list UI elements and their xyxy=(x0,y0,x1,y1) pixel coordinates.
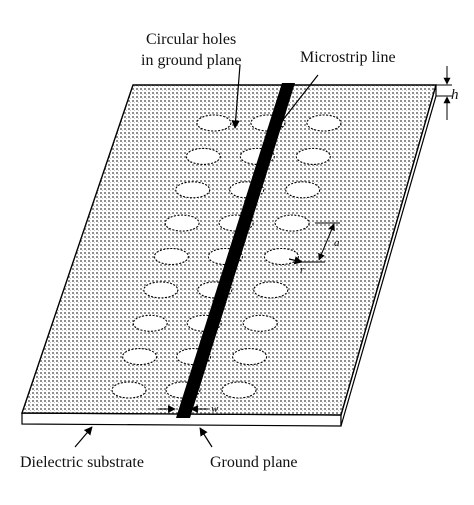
height-dimension xyxy=(436,66,452,120)
ground-plane-arrow xyxy=(199,427,213,448)
label-width: w xyxy=(211,403,219,415)
period-dimension xyxy=(300,222,340,263)
circular-hole xyxy=(242,314,278,332)
circular-hole xyxy=(221,381,257,399)
label-height: h xyxy=(451,87,459,103)
circular-hole xyxy=(153,247,189,266)
circular-holes xyxy=(111,114,342,399)
circular-hole xyxy=(143,281,179,299)
circular-hole xyxy=(274,214,310,232)
microstrip-leader xyxy=(274,74,319,131)
label-holes-line1: Circular holes xyxy=(146,31,236,48)
circular-hole xyxy=(285,181,321,199)
circular-hole xyxy=(122,348,158,366)
circular-hole xyxy=(253,281,289,299)
label-radius: r xyxy=(300,264,305,276)
label-microstrip: Microstrip line xyxy=(300,49,396,66)
label-holes-line2: in ground plane xyxy=(141,52,241,69)
circular-hole xyxy=(196,114,232,132)
circular-hole xyxy=(295,147,331,165)
circular-hole xyxy=(175,181,211,199)
circular-hole xyxy=(306,114,342,132)
microstrip-line xyxy=(176,83,295,418)
holes-leader xyxy=(231,64,241,129)
label-ground-plane: Ground plane xyxy=(210,454,298,471)
circular-hole xyxy=(132,314,168,332)
circular-hole xyxy=(185,147,221,165)
radius-dimension xyxy=(288,256,303,265)
label-substrate: Dielectric substrate xyxy=(20,454,144,471)
circular-hole xyxy=(164,214,200,232)
substrate-arrow xyxy=(74,426,93,448)
circular-hole xyxy=(263,247,299,266)
label-period: a xyxy=(334,237,340,249)
circular-hole xyxy=(232,348,268,366)
circular-hole xyxy=(111,381,147,399)
